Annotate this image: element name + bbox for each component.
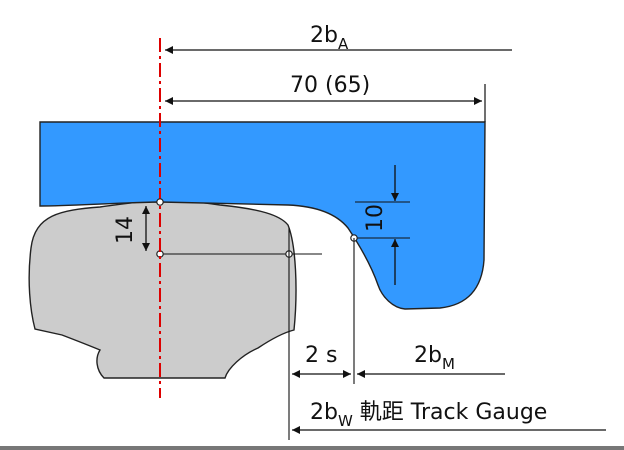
flange-width-label: 70 (65) bbox=[290, 73, 370, 98]
gauge-label: 2bW 軌距 Track Gauge bbox=[310, 400, 547, 430]
centerline-contact-point bbox=[156, 198, 164, 206]
flange-offset-label: 10 bbox=[363, 204, 388, 232]
rail-profile bbox=[28, 199, 297, 379]
top-width-label: 2bA bbox=[310, 23, 349, 53]
rail-height-label: 14 bbox=[113, 216, 138, 244]
bottom-bar bbox=[0, 446, 624, 450]
clearance-label: 2 s bbox=[305, 343, 337, 368]
flange-base-label: 2bM bbox=[414, 343, 455, 373]
wheel-profile bbox=[39, 121, 486, 310]
